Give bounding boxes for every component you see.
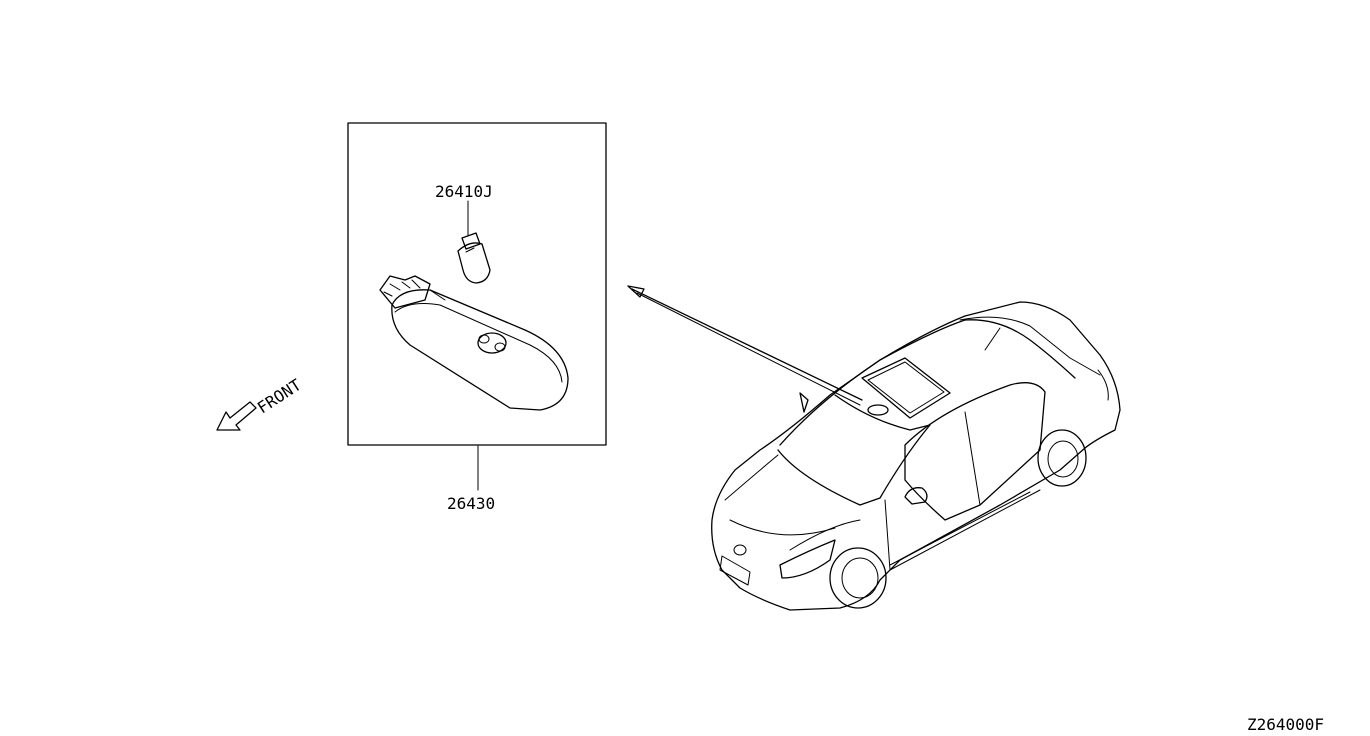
wedge-bulb-icon — [457, 232, 491, 284]
arrow-down-left-icon — [216, 401, 257, 431]
bulb-part-number: 26410J — [435, 182, 493, 201]
detail-frame — [347, 122, 607, 446]
front-label: FRONT — [254, 375, 305, 417]
double-arrow-icon — [627, 285, 863, 406]
sedan-car-icon — [711, 301, 1121, 611]
front-arrow: FRONT — [216, 375, 305, 431]
lamp-part-number: 26430 — [447, 494, 495, 513]
diagram-code: Z264000F — [1247, 715, 1324, 734]
interior-lamp-icon — [379, 275, 569, 411]
